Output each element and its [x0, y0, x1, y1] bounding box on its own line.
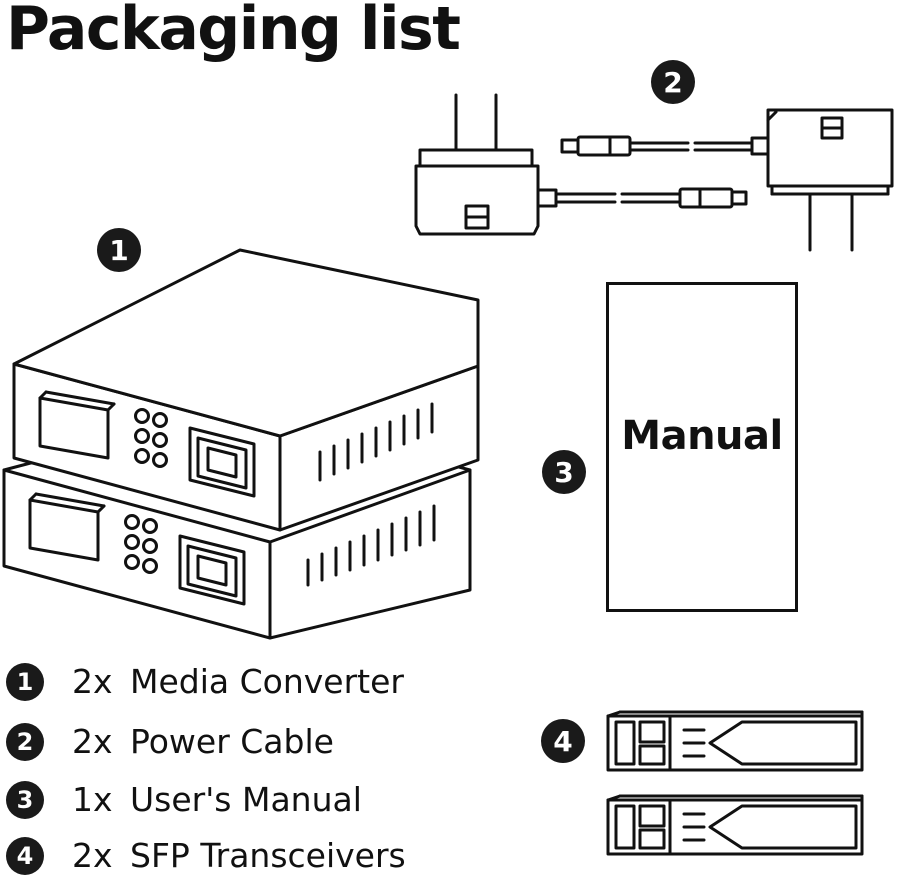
item-quantity: 2x	[72, 836, 113, 875]
list-badge: 4	[6, 836, 44, 875]
badge-sfp: 4	[541, 719, 585, 763]
power-adapter-left	[414, 93, 748, 236]
list-item: 3 1x User's Manual	[6, 780, 362, 819]
list-item: 1 2x Media Converter	[6, 662, 404, 701]
item-name: Media Converter	[130, 662, 404, 701]
page-title: Packaging list	[6, 0, 461, 64]
list-badge: 3	[6, 780, 44, 819]
badge-converter: 1	[97, 228, 141, 272]
media-converter-top	[12, 248, 480, 532]
item-name: Power Cable	[130, 722, 334, 761]
list-badge: 1	[6, 662, 44, 701]
list-item: 4 2x SFP Transceivers	[6, 836, 406, 875]
list-badge: 2	[6, 722, 44, 761]
item-quantity: 2x	[72, 722, 113, 761]
item-quantity: 2x	[72, 662, 113, 701]
manual-label: Manual	[621, 413, 783, 459]
sfp-transceiver-2	[606, 794, 864, 856]
item-name: SFP Transceivers	[130, 836, 406, 875]
badge-manual: 3	[542, 450, 586, 494]
sfp-transceiver-1	[606, 710, 864, 772]
badge-power: 2	[651, 60, 695, 104]
item-quantity: 1x	[72, 780, 113, 819]
list-item: 2 2x Power Cable	[6, 722, 334, 761]
power-adapter-right	[560, 108, 894, 252]
user-manual-booklet: Manual	[606, 282, 798, 612]
item-name: User's Manual	[130, 780, 362, 819]
